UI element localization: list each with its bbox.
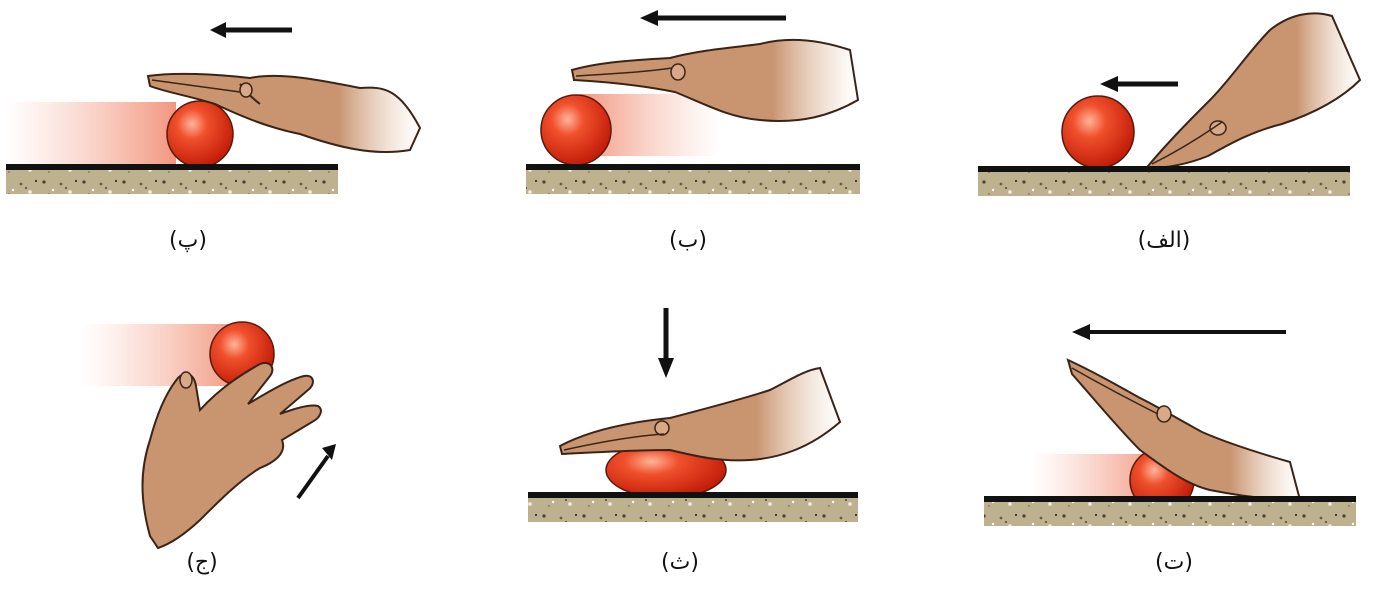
panel-jim: (ج) — [0, 290, 440, 592]
arrow-head — [658, 358, 674, 378]
hand — [560, 368, 840, 460]
caption-be: (ب) — [669, 228, 707, 253]
panel-pe-drawing — [0, 0, 440, 280]
panel-se-drawing — [460, 290, 920, 592]
arrow-head — [640, 10, 658, 26]
ground — [6, 170, 338, 194]
thumbnail — [240, 83, 252, 97]
thumbnail — [671, 64, 685, 80]
caption-te: (ت) — [1155, 550, 1193, 575]
motion-trail — [4, 102, 176, 164]
arrow-head — [1100, 76, 1118, 92]
hand — [143, 363, 321, 548]
caption-alef: (الف) — [1138, 228, 1191, 253]
hand — [1148, 13, 1360, 168]
ball — [1062, 96, 1134, 168]
panel-te-drawing — [940, 290, 1380, 592]
caption-pe: (پ) — [169, 228, 207, 253]
ground-line — [978, 166, 1350, 172]
arrow-head — [1072, 324, 1090, 340]
arrow-head — [210, 22, 226, 38]
arrow-up-right — [298, 456, 328, 498]
ball — [167, 101, 233, 167]
ground — [978, 172, 1350, 196]
ground-line — [6, 164, 338, 170]
ground-line — [526, 164, 860, 170]
panel-alef: (الف) — [940, 0, 1380, 280]
panel-pe: (پ) — [0, 0, 440, 280]
ground — [526, 170, 860, 194]
ground-line — [984, 496, 1356, 502]
thumbnail — [655, 421, 669, 435]
ground-line — [528, 492, 858, 498]
ball — [541, 95, 611, 165]
caption-se: (ث) — [661, 550, 699, 575]
thumbnail — [180, 372, 192, 388]
panel-jim-drawing — [0, 290, 440, 592]
ground — [984, 502, 1356, 526]
caption-jim: (ج) — [186, 550, 217, 575]
thumbnail — [1157, 406, 1171, 422]
panel-be: (ب) — [460, 0, 920, 280]
ground — [528, 498, 858, 522]
panel-te: (ت) — [940, 290, 1380, 592]
panel-se: (ث) — [460, 290, 920, 592]
